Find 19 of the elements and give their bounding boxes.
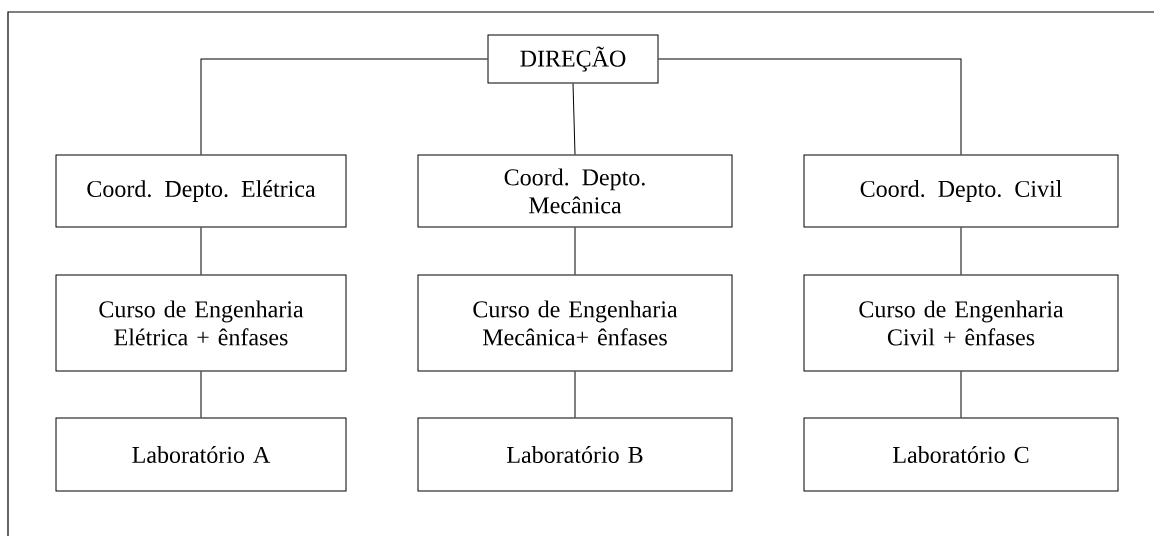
org-box: Laboratório B <box>417 417 733 492</box>
connector-line <box>574 227 576 275</box>
org-box: Curso de Engenharia Civil + ênfases <box>803 274 1119 372</box>
org-box: Coord. Depto. Mecânica <box>417 154 733 228</box>
connector-line <box>658 58 962 155</box>
connector-line <box>200 371 202 418</box>
connector-line <box>200 58 488 155</box>
connector-line <box>574 371 576 418</box>
org-box: Coord. Depto. Civil <box>803 154 1119 228</box>
org-box: Laboratório C <box>803 417 1119 492</box>
connector-line <box>200 227 202 275</box>
org-box: Coord. Depto. Elétrica <box>55 154 347 228</box>
direction-box: DIREÇÃO <box>487 34 659 84</box>
connector-line <box>960 371 962 418</box>
connector-line <box>960 227 962 275</box>
connector-line <box>572 83 576 155</box>
org-box: Laboratório A <box>55 417 347 492</box>
org-box: Curso de Engenharia Mecânica+ ênfases <box>417 274 733 372</box>
org-box: Curso de Engenharia Elétrica + ênfases <box>55 274 347 372</box>
